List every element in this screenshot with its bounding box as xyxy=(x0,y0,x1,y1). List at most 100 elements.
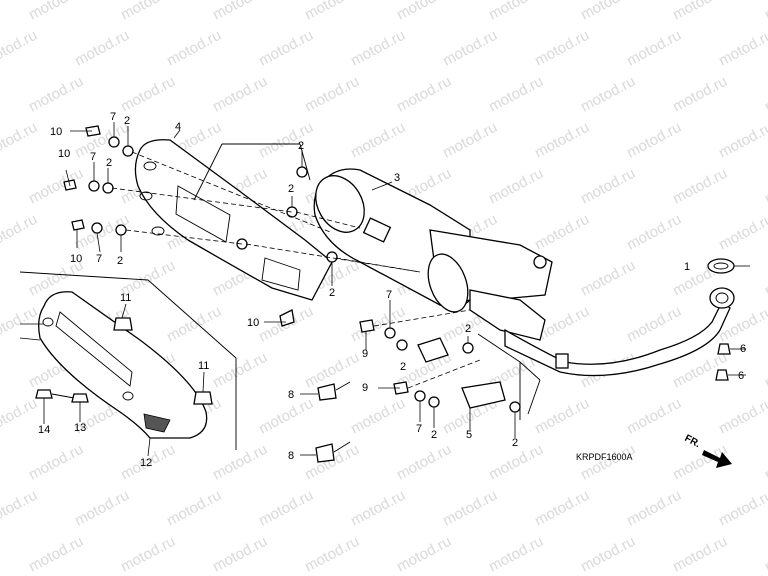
callout-6: 6 xyxy=(740,343,746,355)
muffler-protector xyxy=(134,139,333,301)
leader-lines xyxy=(19,122,750,457)
callout-9: 9 xyxy=(362,382,368,394)
watermark-text: motod.ru xyxy=(532,487,592,530)
watermark-text: motod.ru xyxy=(624,211,684,254)
watermark-text: motod.ru xyxy=(26,441,86,484)
watermark-text: motod.ru xyxy=(762,165,768,208)
watermark-text: motod.ru xyxy=(394,533,454,576)
watermark-text: motod.ru xyxy=(762,0,768,24)
exhaust-pipe xyxy=(504,287,735,377)
front-arrow-icon xyxy=(702,450,732,468)
watermark-text: motod.ru xyxy=(256,487,316,530)
watermark-text: motod.ru xyxy=(532,211,592,254)
callout-2: 2 xyxy=(117,255,123,267)
watermark-text: motod.ru xyxy=(0,487,40,530)
watermark-text: motod.ru xyxy=(26,165,86,208)
watermark-text: motod.ru xyxy=(118,0,178,24)
watermark-text: motod.ru xyxy=(532,395,592,438)
watermark-text: motod.ru xyxy=(0,211,40,254)
watermark-text: motod.ru xyxy=(440,27,500,70)
watermark-text: motod.ru xyxy=(716,395,768,438)
callout-2: 2 xyxy=(400,361,406,373)
watermark-text: motod.ru xyxy=(72,27,132,70)
watermark-text: motod.ru xyxy=(762,349,768,392)
watermark-text: motod.ru xyxy=(348,303,408,346)
watermark-text: motod.ru xyxy=(762,441,768,484)
watermark-text: motod.ru xyxy=(624,119,684,162)
watermark-text: motod.ru xyxy=(0,395,40,438)
callout-12: 12 xyxy=(140,457,152,469)
watermark-text: motod.ru xyxy=(486,0,546,24)
watermark-text: motod.ru xyxy=(578,441,638,484)
watermark-text: motod.ru xyxy=(164,27,224,70)
callout-2: 2 xyxy=(329,287,335,299)
watermark-text: motod.ru xyxy=(256,395,316,438)
watermark-text: motod.ru xyxy=(0,27,40,70)
muffler-body xyxy=(313,168,553,341)
callout-3: 3 xyxy=(394,172,400,184)
watermark-text: motod.ru xyxy=(302,533,362,576)
callout-2: 2 xyxy=(288,183,294,195)
callout-2: 2 xyxy=(431,429,437,441)
watermark-text: motod.ru xyxy=(256,119,316,162)
watermark-text: motod.ru xyxy=(716,27,768,70)
heat-shield-plate xyxy=(417,337,506,409)
watermark-text: motod.ru xyxy=(210,73,270,116)
watermark-text: motod.ru xyxy=(670,533,730,576)
callout-8: 8 xyxy=(288,450,294,462)
watermark-text: motod.ru xyxy=(670,0,730,24)
watermark-text: motod.ru xyxy=(72,487,132,530)
callout-6: 6 xyxy=(738,370,744,382)
callout-10: 10 xyxy=(58,148,70,160)
front-marker-label: FR. xyxy=(683,433,703,450)
watermark-text: motod.ru xyxy=(302,0,362,24)
watermark-text: motod.ru xyxy=(486,165,546,208)
watermark-text: motod.ru xyxy=(26,533,86,576)
watermark-text: motod.ru xyxy=(762,533,768,576)
watermark-text: motod.ru xyxy=(348,119,408,162)
watermark-text: motod.ru xyxy=(578,533,638,576)
callout-11: 11 xyxy=(198,360,209,372)
watermark-text: motod.ru xyxy=(164,487,224,530)
watermark-text: motod.ru xyxy=(624,395,684,438)
watermark-text: motod.ru xyxy=(532,119,592,162)
watermark-text: motod.ru xyxy=(624,487,684,530)
watermark-text: motod.ru xyxy=(578,0,638,24)
watermark-text: motod.ru xyxy=(256,27,316,70)
callout-9: 9 xyxy=(362,348,368,360)
watermark-text: motod.ru xyxy=(440,487,500,530)
watermark-text: motod.ru xyxy=(210,533,270,576)
watermark-text: motod.ru xyxy=(210,349,270,392)
callout-2: 2 xyxy=(512,437,518,449)
heat-guard-variant xyxy=(35,291,213,439)
watermark-text: motod.ru xyxy=(394,73,454,116)
gasket-part xyxy=(707,258,735,274)
callout-2: 2 xyxy=(106,157,112,169)
callout-13: 13 xyxy=(74,422,86,434)
watermark-text: motod.ru xyxy=(302,73,362,116)
callout-10: 10 xyxy=(50,126,62,138)
callout-14: 14 xyxy=(38,424,50,436)
watermark-text: motod.ru xyxy=(578,257,638,300)
watermark-text: motod.ru xyxy=(578,165,638,208)
watermark-text: motod.ru xyxy=(118,73,178,116)
callout-11: 11 xyxy=(120,292,131,304)
watermark-text: motod.ru xyxy=(394,0,454,24)
callout-10: 10 xyxy=(70,253,82,265)
watermark-text: motod.ru xyxy=(118,533,178,576)
callout-8: 8 xyxy=(288,389,294,401)
callout-2: 2 xyxy=(465,323,471,335)
callout-7: 7 xyxy=(386,289,392,301)
watermark-text: motod.ru xyxy=(486,73,546,116)
watermark-text: motod.ru xyxy=(486,533,546,576)
watermark-text: motod.ru xyxy=(624,303,684,346)
callout-7: 7 xyxy=(96,253,102,265)
diagram-code: KRPDF1600A xyxy=(576,452,633,462)
assembly-lines xyxy=(111,151,481,389)
watermark-text: motod.ru xyxy=(670,165,730,208)
callout-7: 7 xyxy=(416,423,422,435)
watermark-text: motod.ru xyxy=(532,27,592,70)
callout-7: 7 xyxy=(110,111,116,123)
